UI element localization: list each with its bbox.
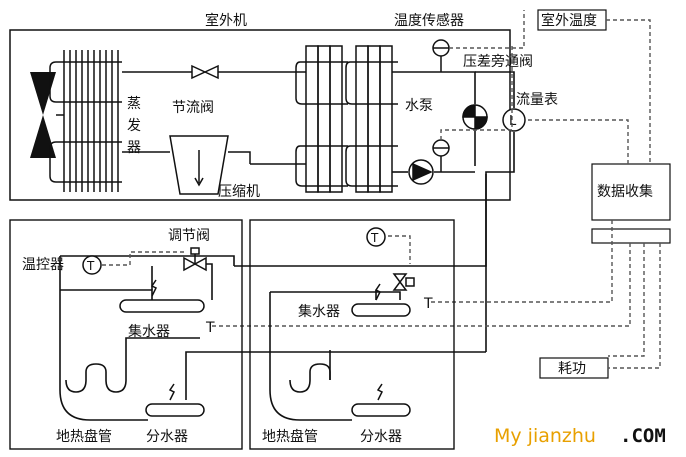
svg-text:L: L xyxy=(509,114,517,129)
evaporator-label-2: 发 xyxy=(127,118,141,134)
data-collection-box xyxy=(591,163,671,221)
power-label: 耗功 xyxy=(558,361,586,377)
indoor-room-right-frame xyxy=(249,219,455,450)
regulating-valve-label: 调节阀 xyxy=(168,228,210,244)
distributor-right-icon xyxy=(351,383,411,417)
throttle-valve-icon xyxy=(191,64,219,80)
collector-left-icon xyxy=(119,279,205,313)
thermostat-icon: T xyxy=(82,255,102,275)
heat-exchanger-coil xyxy=(295,45,398,193)
collector-left-label: 集水器 xyxy=(128,323,170,340)
signal-lines xyxy=(102,10,661,369)
water-lines xyxy=(59,71,515,400)
indoor-room-left-frame xyxy=(9,219,243,450)
water-pump-label: 水泵 xyxy=(405,98,433,114)
compressor-icon xyxy=(169,135,229,195)
left-room-piping xyxy=(59,263,213,421)
distributor-left-icon xyxy=(145,383,205,417)
water-pump-icon xyxy=(408,159,434,185)
evaporator-coil xyxy=(49,50,122,192)
supply-temp-sensor-icon xyxy=(432,39,450,72)
temp-sensor-label: 温度传感器 xyxy=(394,12,464,29)
distributor-left-label: 分水器 xyxy=(146,429,188,445)
outdoor-unit-label: 室外机 xyxy=(205,12,247,29)
t-sensor-left: T xyxy=(205,320,215,336)
thermostat-label: 温控器 xyxy=(22,257,64,273)
compressor-label: 压缩机 xyxy=(218,184,260,200)
outdoor-unit-frame xyxy=(9,29,511,201)
t-sensor-right: T xyxy=(423,296,433,312)
right-room-thermostat-icon: T xyxy=(366,227,386,247)
svg-text:.COM: .COM xyxy=(620,425,666,447)
bypass-valve-icon xyxy=(462,104,488,130)
svg-text:My jianzhu: My jianzhu xyxy=(494,425,596,447)
distributor-right-label: 分水器 xyxy=(360,429,402,445)
regulating-valve-right-icon xyxy=(392,273,415,291)
return-temp-sensor-icon xyxy=(432,139,450,172)
data-collection-bar xyxy=(591,228,671,244)
regulating-valve-left-icon xyxy=(183,247,207,272)
flow-meter-label: 流量表 xyxy=(516,92,558,108)
svg-text:T: T xyxy=(370,231,379,245)
throttle-valve-label: 节流阀 xyxy=(172,100,214,116)
outdoor-temp-label: 室外温度 xyxy=(541,12,597,29)
right-room-piping xyxy=(269,290,401,421)
floor-pipe-right-label: 地热盘管 xyxy=(262,428,318,445)
svg-text:T: T xyxy=(86,259,95,273)
floor-pipe-left-label: 地热盘管 xyxy=(56,428,112,445)
data-collection-label: 数据收集 xyxy=(597,183,653,200)
watermark-logo: My jianzhu .COM xyxy=(494,425,666,447)
fan-icon xyxy=(30,72,64,158)
bypass-valve-label: 压差旁通阀 xyxy=(463,53,533,70)
flow-meter-icon: L xyxy=(502,108,526,132)
collector-right-icon xyxy=(351,283,411,317)
collector-right-label: 集水器 xyxy=(298,303,340,320)
evaporator-label-3: 器 xyxy=(127,140,141,156)
evaporator-label-1: 蒸 xyxy=(127,96,141,112)
refrigerant-lines xyxy=(122,71,306,165)
